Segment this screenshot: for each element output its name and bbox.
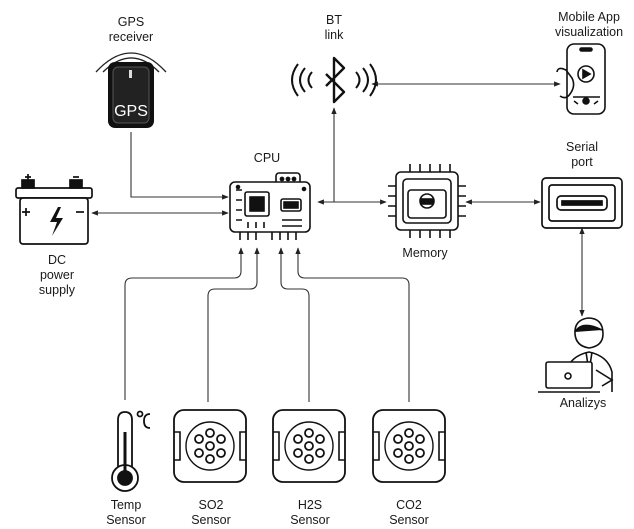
- gas-sensor-co2-icon: [373, 410, 445, 482]
- gps-label-line2: receiver: [101, 30, 161, 45]
- temp-to-cpu-line: [125, 248, 241, 400]
- h2s-sensor-label-line2: Sensor: [283, 513, 337, 528]
- serial-label-line2: port: [556, 155, 608, 170]
- memory-chip-icon: [388, 164, 466, 238]
- gas-sensor-so2-icon: [174, 410, 246, 482]
- gps-device-icon: GPS: [96, 53, 166, 128]
- temp-sensor-label: Temp Sensor: [100, 498, 152, 528]
- thermometer-icon: [112, 412, 150, 492]
- bt-label-line1: BT: [314, 13, 354, 28]
- h2s-to-cpu-line: [281, 248, 309, 402]
- analyst-label-text: Analizys: [552, 396, 614, 411]
- cpu-label-text: CPU: [247, 151, 287, 166]
- cpu-label: CPU: [247, 151, 287, 166]
- so2-sensor-label: SO2 Sensor: [184, 498, 238, 528]
- dc-label: DC power supply: [28, 253, 86, 298]
- gps-label-line1: GPS: [101, 15, 161, 30]
- serial-port-icon: [542, 178, 622, 228]
- temp-sensor-label-line1: Temp: [100, 498, 152, 513]
- so2-sensor-label-line1: SO2: [184, 498, 238, 513]
- h2s-sensor-label: H2S Sensor: [283, 498, 337, 528]
- gps-device-text: GPS: [114, 103, 148, 120]
- mobile-phone-icon: [557, 44, 605, 114]
- gps-to-cpu-line: [131, 132, 228, 197]
- dc-label-line1: DC: [28, 253, 86, 268]
- person-laptop-icon: [538, 318, 612, 392]
- mobile-label-line1: Mobile App: [546, 10, 632, 25]
- cpu-chip-icon: [230, 173, 310, 240]
- temp-sensor-label-line2: Sensor: [100, 513, 152, 528]
- gps-label: GPS receiver: [101, 15, 161, 45]
- so2-sensor-label-line2: Sensor: [184, 513, 238, 528]
- co2-sensor-label: CO2 Sensor: [382, 498, 436, 528]
- co2-sensor-label-line1: CO2: [382, 498, 436, 513]
- dc-label-line2: power: [28, 268, 86, 283]
- battery-icon: [16, 174, 92, 244]
- memory-label-text: Memory: [394, 246, 456, 261]
- co2-to-cpu-line: [298, 248, 409, 402]
- bluetooth-icon: [292, 58, 376, 102]
- so2-to-cpu-line: [208, 248, 257, 402]
- connectors: [92, 84, 582, 402]
- analyst-label: Analizys: [552, 396, 614, 411]
- dc-label-line3: supply: [28, 283, 86, 298]
- serial-label-line1: Serial: [556, 140, 608, 155]
- co2-sensor-label-line2: Sensor: [382, 513, 436, 528]
- serial-label: Serial port: [556, 140, 608, 170]
- mobile-label: Mobile App visualization: [546, 10, 632, 40]
- bt-label: BT link: [314, 13, 354, 43]
- bt-label-line2: link: [314, 28, 354, 43]
- gas-sensor-h2s-icon: [273, 410, 345, 482]
- h2s-sensor-label-line1: H2S: [283, 498, 337, 513]
- mobile-label-line2: visualization: [546, 25, 632, 40]
- memory-label: Memory: [394, 246, 456, 261]
